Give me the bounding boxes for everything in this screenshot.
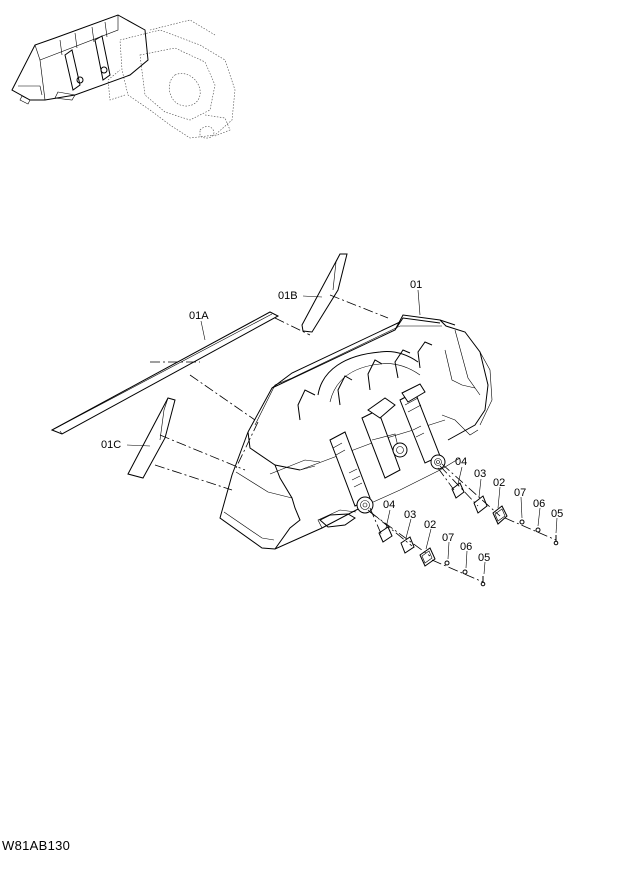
assembly-lines <box>150 294 557 583</box>
part-01C-side-cutter <box>127 397 176 479</box>
part-01A-plate <box>50 311 280 435</box>
diagram-code: W81AB130 <box>2 838 71 853</box>
callout-01A: 01A <box>189 310 209 322</box>
callout-row2-02: 02 <box>424 519 436 531</box>
locator-thumbnail <box>11 14 236 139</box>
callout-row1-03: 03 <box>474 468 486 480</box>
callout-row2-05: 05 <box>478 552 490 564</box>
callout-row1-05: 05 <box>551 508 563 520</box>
callout-row2-04: 04 <box>383 499 395 511</box>
callout-row1-06: 06 <box>533 498 545 510</box>
callout-row2-07: 07 <box>442 532 454 544</box>
part-01B-side-cutter <box>301 253 348 333</box>
callout-01C: 01C <box>101 439 121 451</box>
callout-01: 01 <box>410 279 422 291</box>
callout-row2-06: 06 <box>460 541 472 553</box>
bucket-assembly <box>219 314 493 550</box>
hardware-stack-lower <box>378 526 486 587</box>
callout-01B: 01B <box>278 290 298 302</box>
callout-row1-02: 02 <box>493 477 505 489</box>
callout-row2-03: 03 <box>404 509 416 521</box>
callout-labels: 01 01A 01B 01C 04 03 02 07 06 05 04 03 0… <box>101 279 563 564</box>
callout-row1-07: 07 <box>514 487 526 499</box>
leader-lines <box>126 289 558 575</box>
hardware-stack-upper <box>451 482 559 546</box>
callout-row1-04: 04 <box>455 456 467 468</box>
